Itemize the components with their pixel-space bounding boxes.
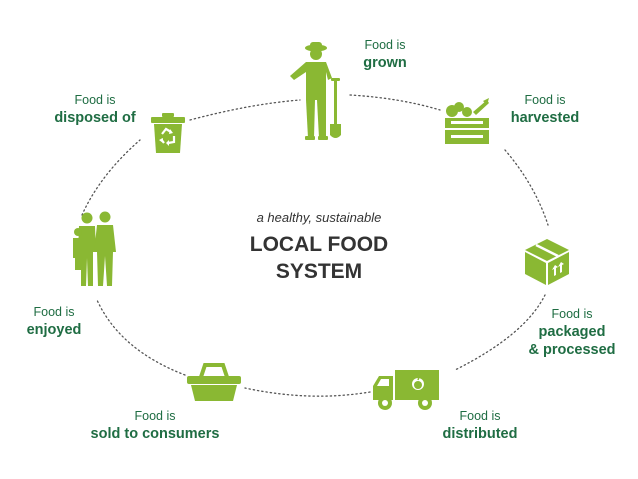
stage-name-line-2: & processed (528, 342, 616, 358)
center-subtitle: a healthy, sustainable (256, 210, 382, 225)
stage-harvested-label: Food is harvested (500, 91, 590, 127)
stage-prefix: Food is (459, 409, 501, 423)
stage-disposed-label: Food is disposed of (45, 91, 145, 127)
stage-name: grown (363, 55, 407, 71)
ring-segment (504, 149, 549, 226)
stage-prefix: Food is (134, 409, 176, 423)
stage-name: distributed (442, 426, 518, 442)
family-icon (73, 211, 116, 286)
stage-grown-label: Food is grown (340, 36, 430, 72)
stage-name: enjoyed (26, 322, 82, 338)
ring-segment (454, 294, 546, 371)
shopping-basket-icon (187, 363, 241, 401)
stage-prefix: Food is (524, 93, 566, 107)
center-title-line-1: LOCAL FOOD (249, 233, 389, 256)
farmer-with-shovel-icon (290, 42, 341, 140)
stage-sold-label: Food is sold to consumers (75, 407, 235, 443)
center-title-line-2: SYSTEM (275, 260, 363, 283)
ring-segment (349, 94, 441, 111)
stage-packaged-label: Food is packaged & processed (520, 305, 624, 359)
package-box-icon (525, 239, 569, 285)
delivery-truck-icon (373, 370, 439, 410)
crate-of-vegetables-icon (445, 98, 489, 144)
ring-segment (96, 299, 186, 376)
stage-name-line-1: packaged (538, 324, 606, 340)
stage-prefix: Food is (364, 38, 406, 52)
stage-prefix: Food is (33, 305, 75, 319)
stage-name: sold to consumers (90, 426, 220, 442)
recycle-bin-icon (151, 113, 185, 153)
stage-name: disposed of (54, 110, 136, 126)
ring-segment (81, 139, 141, 216)
stage-prefix: Food is (551, 307, 593, 321)
stage-prefix: Food is (74, 93, 116, 107)
center-title-block: a healthy, sustainable LOCAL FOOD SYSTEM (219, 210, 419, 285)
stage-enjoyed-label: Food is enjoyed (14, 303, 94, 339)
stage-distributed-label: Food is distributed (430, 407, 530, 443)
stage-name: harvested (510, 110, 580, 126)
ring-segment (244, 387, 371, 397)
ring-segment (189, 99, 301, 121)
